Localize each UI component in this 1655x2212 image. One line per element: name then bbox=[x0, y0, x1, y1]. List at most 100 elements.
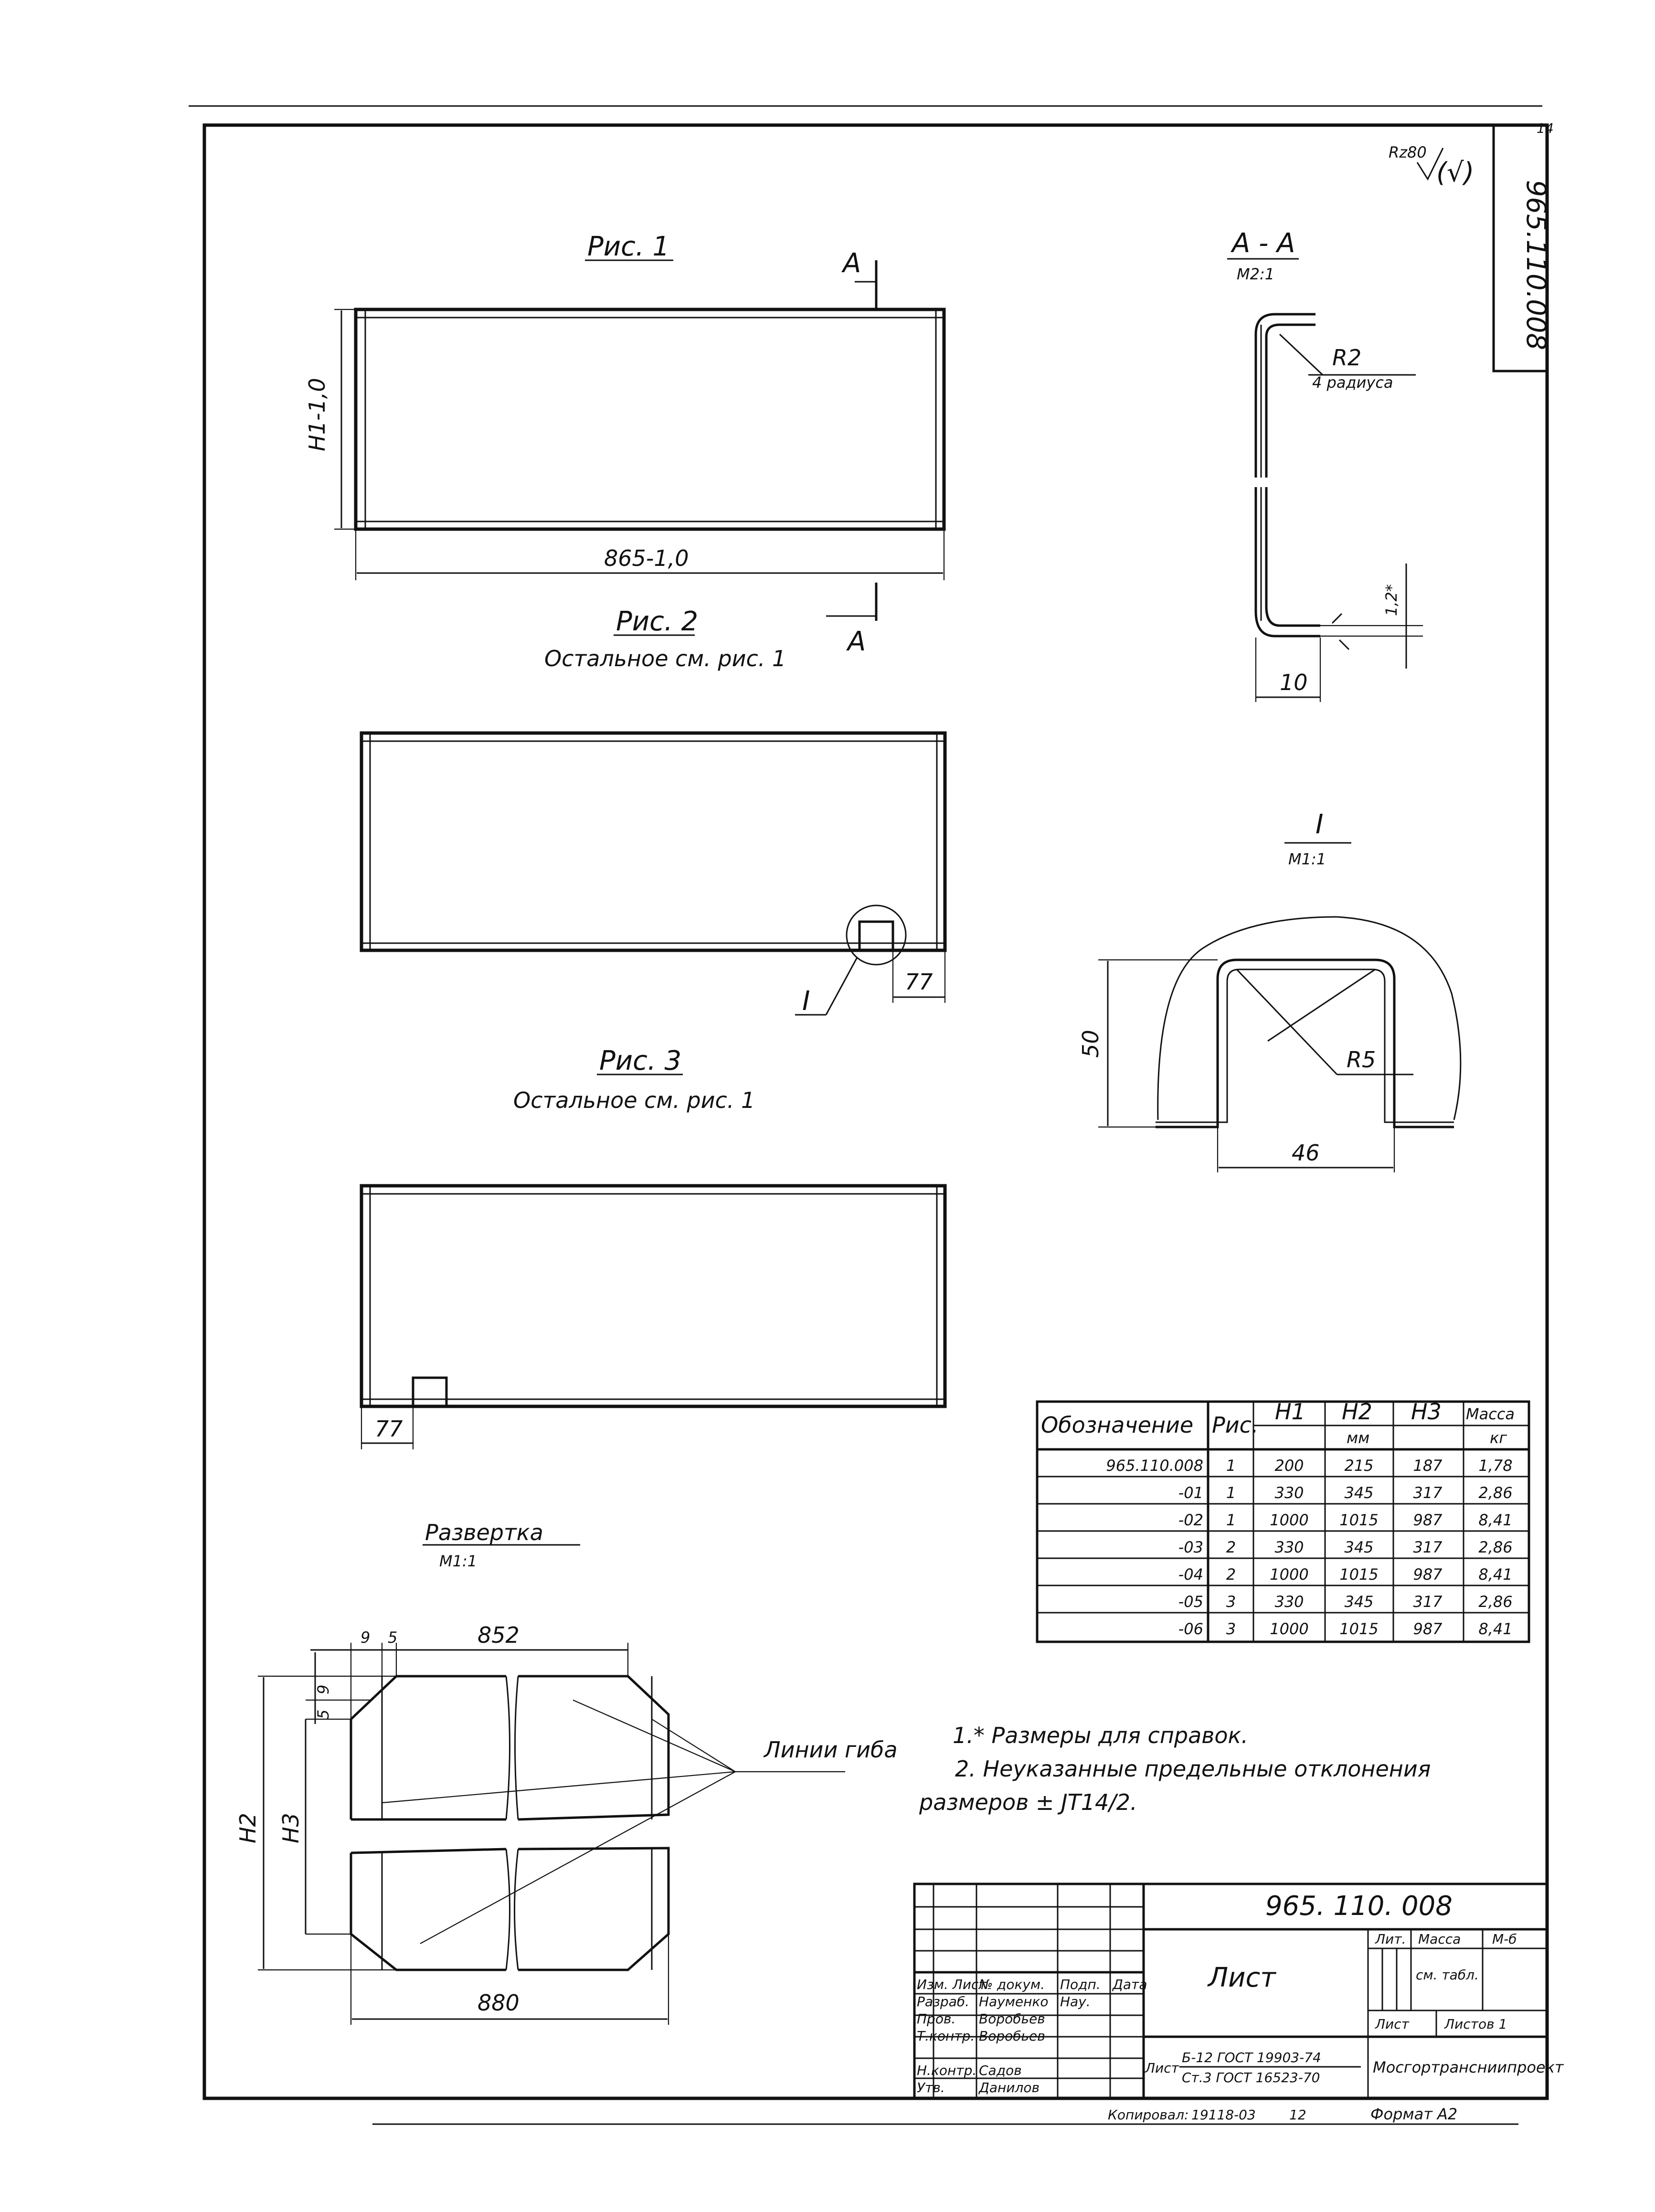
detail-width-dimension bbox=[1217, 1127, 1395, 1172]
unfold-dim-v9: 9 bbox=[314, 1685, 332, 1694]
fig1-length-label: 865-1,0 bbox=[604, 545, 689, 571]
detail-leader bbox=[825, 957, 858, 1015]
table-cell-fig: 1 bbox=[1226, 1484, 1236, 1502]
title-name: Садов bbox=[979, 2063, 1022, 2078]
title-name: Науменко bbox=[979, 1994, 1048, 2010]
table-cell-designation: -05 bbox=[1178, 1593, 1203, 1611]
section-aa-radius-label: R2 bbox=[1332, 345, 1361, 371]
table-cell-h2: 1015 bbox=[1339, 1511, 1378, 1529]
surface-finish-value: Rz80 bbox=[1389, 143, 1427, 161]
table-cell-mass: 2,86 bbox=[1478, 1593, 1512, 1611]
table-header-unit-mm: мм bbox=[1347, 1429, 1369, 1447]
section-cut-marks bbox=[826, 260, 878, 621]
section-aa-thickness-label: 1,2* bbox=[1382, 584, 1400, 616]
title-date: Дата bbox=[1112, 1977, 1147, 1992]
unfold-dim-880: 880 bbox=[477, 1990, 520, 2016]
table-cell-h2: 345 bbox=[1344, 1593, 1373, 1611]
unfold-dim-h3: H3 bbox=[278, 1813, 304, 1843]
copied-sheet: 12 bbox=[1289, 2107, 1306, 2123]
table-cell-mass: 1,78 bbox=[1478, 1457, 1512, 1475]
table-cell-fig: 3 bbox=[1226, 1593, 1236, 1611]
table-cell-h1: 330 bbox=[1274, 1484, 1304, 1502]
copied-number: 19118-03 bbox=[1191, 2107, 1256, 2123]
copied-label: Копировал: bbox=[1108, 2107, 1188, 2123]
fig3-offset-dimension bbox=[361, 1406, 414, 1449]
table-header-h2: H2 bbox=[1342, 1399, 1372, 1425]
fig2-detail-mark: I bbox=[802, 986, 810, 1017]
table-cell-h2: 215 bbox=[1344, 1457, 1373, 1475]
detail-height-dimension bbox=[1098, 959, 1218, 1128]
fig3-offset-label: 77 bbox=[375, 1416, 403, 1442]
table-cell-h2: 1015 bbox=[1339, 1620, 1378, 1638]
format-label: Формат А2 bbox=[1370, 2105, 1457, 2123]
table-cell-h3: 987 bbox=[1413, 1565, 1443, 1584]
title-name: Воробьев bbox=[979, 2011, 1045, 2027]
fig2-title: Рис. 2 bbox=[616, 606, 698, 637]
title-name: № докум. bbox=[978, 1977, 1045, 1992]
note-2-line-1: 2. Неуказанные предельные отклонения bbox=[955, 1756, 1431, 1782]
unfold-dim-h2: H2 bbox=[235, 1813, 261, 1843]
fig3-outline bbox=[360, 1184, 947, 1408]
table-cell-designation: -06 bbox=[1178, 1620, 1203, 1638]
section-aa-flange-label: 10 bbox=[1280, 670, 1308, 695]
table-header-h1: H1 bbox=[1275, 1399, 1305, 1425]
section-aa-profile bbox=[1254, 313, 1320, 638]
table-cell-h1: 1000 bbox=[1270, 1620, 1308, 1638]
fig1-title: Рис. 1 bbox=[587, 231, 669, 262]
table-cell-mass: 2,86 bbox=[1478, 1538, 1512, 1556]
surface-finish-rest: (√) bbox=[1436, 157, 1474, 188]
fig2-outline bbox=[360, 731, 947, 952]
fig3-note: Остальное см. рис. 1 bbox=[513, 1087, 755, 1113]
note-1: 1.* Размеры для справок. bbox=[953, 1723, 1248, 1748]
unfold-scale: М1:1 bbox=[439, 1552, 477, 1570]
detail-width-label: 46 bbox=[1292, 1140, 1320, 1166]
table-cell-h3: 987 bbox=[1413, 1620, 1443, 1638]
section-aa-title: А - А bbox=[1231, 228, 1295, 259]
title-role: Н.контр. bbox=[917, 2063, 976, 2078]
corner-mark: 14 bbox=[1537, 120, 1554, 136]
table-cell-h3: 187 bbox=[1413, 1457, 1443, 1475]
table-cell-mass: 8,41 bbox=[1478, 1620, 1512, 1638]
detail-slot-outline bbox=[1156, 916, 1462, 1128]
title-material-line-1: Б-12 ГОСТ 19903-74 bbox=[1182, 2050, 1321, 2065]
fig1-length-dimension bbox=[355, 529, 945, 580]
table-cell-h1: 1000 bbox=[1270, 1511, 1308, 1529]
unfold-top-dimensions bbox=[310, 1643, 629, 1719]
title-material-line-2: Ст.3 ГОСТ 16523-70 bbox=[1182, 2070, 1320, 2085]
title-doc-number: 965. 110. 008 bbox=[1265, 1891, 1453, 1922]
title-block-grid bbox=[913, 1882, 1549, 2100]
table-cell-h3: 317 bbox=[1413, 1484, 1443, 1502]
title-role: Изм. Лист bbox=[917, 1977, 987, 1992]
table-cell-designation: 965.110.008 bbox=[1106, 1457, 1203, 1475]
table-header-designation: Обозначение bbox=[1041, 1412, 1193, 1438]
detail-height-label: 50 bbox=[1078, 1030, 1103, 1058]
table-header-mass: Масса bbox=[1466, 1405, 1515, 1423]
sheet-frame bbox=[202, 123, 1549, 2100]
unfold-title: Развертка bbox=[425, 1520, 543, 1545]
table-cell-designation: -02 bbox=[1178, 1511, 1203, 1529]
table-cell-h3: 317 bbox=[1413, 1593, 1443, 1611]
title-mass-value: см. табл. bbox=[1416, 1967, 1479, 1983]
detail-circle bbox=[846, 904, 907, 966]
fig1-height-label: H1-1,0 bbox=[304, 378, 330, 451]
title-name: Данилов bbox=[978, 2080, 1040, 2095]
unfold-dim-852: 852 bbox=[477, 1622, 520, 1648]
table-cell-mass: 8,41 bbox=[1478, 1511, 1512, 1529]
table-cell-h3: 317 bbox=[1413, 1538, 1443, 1556]
table-cell-designation: -04 bbox=[1178, 1565, 1203, 1584]
fig2-note: Остальное см. рис. 1 bbox=[544, 646, 786, 671]
bend-lines-label: Линии гиба bbox=[763, 1737, 898, 1763]
fig2-offset-dimension bbox=[892, 950, 946, 1003]
table-cell-h3: 987 bbox=[1413, 1511, 1443, 1529]
table-cell-h1: 330 bbox=[1274, 1593, 1304, 1611]
unfold-dim-5: 5 bbox=[388, 1628, 397, 1647]
table-cell-fig: 1 bbox=[1226, 1457, 1236, 1475]
title-role: Т.контр. bbox=[917, 2028, 975, 2044]
title-role: Пров. bbox=[917, 2011, 955, 2027]
table-cell-h1: 330 bbox=[1274, 1538, 1304, 1556]
table-cell-designation: -01 bbox=[1178, 1484, 1203, 1502]
table-cell-designation: -03 bbox=[1178, 1538, 1203, 1556]
table-cell-fig: 2 bbox=[1226, 1538, 1236, 1556]
